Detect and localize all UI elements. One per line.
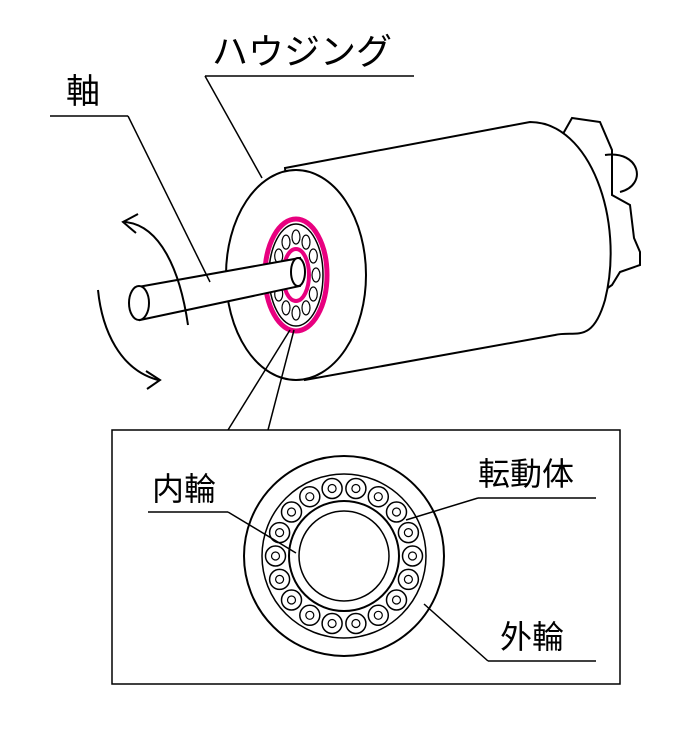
rolling-element-center <box>373 492 383 502</box>
small-rolling-element <box>291 229 301 245</box>
inner-ring-inner <box>298 510 390 602</box>
housing-callout: ハウジング <box>204 32 414 179</box>
shaft-end <box>128 285 150 321</box>
rotation-arrowhead-bottom <box>145 370 162 390</box>
rolling-element-center <box>351 483 361 494</box>
shaft <box>128 256 306 322</box>
rolling-element-center <box>270 551 281 561</box>
detail-leader-right <box>267 329 295 431</box>
rolling-element <box>280 589 303 611</box>
rolling-element <box>367 604 390 627</box>
rolling-element-center <box>407 551 418 561</box>
rolling-element <box>401 545 424 567</box>
outer-ring-label: 外輪 <box>500 618 564 656</box>
rolling-element-center <box>391 507 402 517</box>
detail-leaders <box>227 329 295 431</box>
rolling-element-center <box>351 618 361 629</box>
rolling-element <box>367 485 390 508</box>
outer-ring-inner <box>261 473 427 639</box>
rolling-element-center <box>327 483 337 494</box>
rolling-element-center <box>275 527 285 538</box>
outer-ring-leader <box>423 603 489 662</box>
small-rolling-element <box>301 234 311 250</box>
housing-leader <box>204 75 263 179</box>
rolling-element <box>397 521 420 544</box>
rolling-element <box>345 477 367 500</box>
small-rolling-element <box>301 300 311 316</box>
rear-hook <box>604 153 638 193</box>
outer-ring-callout: 外輪 <box>423 603 596 662</box>
housing-label: ハウジング <box>212 32 392 73</box>
rotation-arrows <box>97 213 189 390</box>
small-rolling-element <box>291 305 301 321</box>
rolling-element-label: 転動体 <box>478 455 574 493</box>
inner-ring-outer <box>288 500 400 612</box>
shaft-label: 軸 <box>66 72 100 112</box>
detail-leader-left <box>227 329 291 431</box>
inner-ring-callout: 内輪 <box>148 470 297 554</box>
inner-ring-label: 内輪 <box>152 470 216 508</box>
small-rolling-element <box>308 248 318 264</box>
rolling-element-center <box>286 507 297 517</box>
housing-cylinder <box>283 120 612 382</box>
rolling-element-callout: 転動体 <box>405 455 596 521</box>
rolling-element-center <box>275 574 285 585</box>
inner-ring-leader <box>227 511 297 554</box>
rolling-element-center <box>403 574 413 585</box>
housing-body <box>283 116 641 382</box>
rolling-element-center <box>403 527 413 538</box>
rolling-element <box>397 568 420 591</box>
small-rolling-element <box>281 234 291 250</box>
rolling-element-center <box>327 618 337 629</box>
bearing-large <box>243 455 445 657</box>
rotation-arrowhead-top <box>121 213 139 234</box>
shaft-callout: 軸 <box>50 72 211 283</box>
rolling-element-center <box>373 610 383 620</box>
outer-ring-outer <box>243 455 445 657</box>
small-rolling-element <box>311 267 321 283</box>
shaft-leader <box>127 115 211 283</box>
rotation-arrow-top <box>124 221 189 326</box>
rolling-element-center <box>391 595 402 605</box>
shaft-root <box>290 257 306 287</box>
rolling-element <box>264 545 287 567</box>
rolling-element <box>299 604 321 627</box>
rolling-element-center <box>305 492 315 502</box>
rolling-element <box>385 501 408 523</box>
rolling-element <box>299 485 321 508</box>
rotation-arrow-bottom <box>97 289 159 381</box>
small-rolling-element <box>281 300 291 316</box>
rolling-element <box>321 612 343 635</box>
detail-box <box>111 429 621 685</box>
rolling-element <box>385 589 408 611</box>
small-rolling-element <box>308 286 318 302</box>
rolling-element-leader <box>405 497 479 521</box>
rolling-element <box>345 612 367 635</box>
rolling-element <box>321 477 343 500</box>
rolling-element <box>280 501 303 523</box>
rolling-element-center <box>286 595 297 605</box>
rolling-element <box>268 568 291 591</box>
rolling-element-center <box>305 610 315 620</box>
